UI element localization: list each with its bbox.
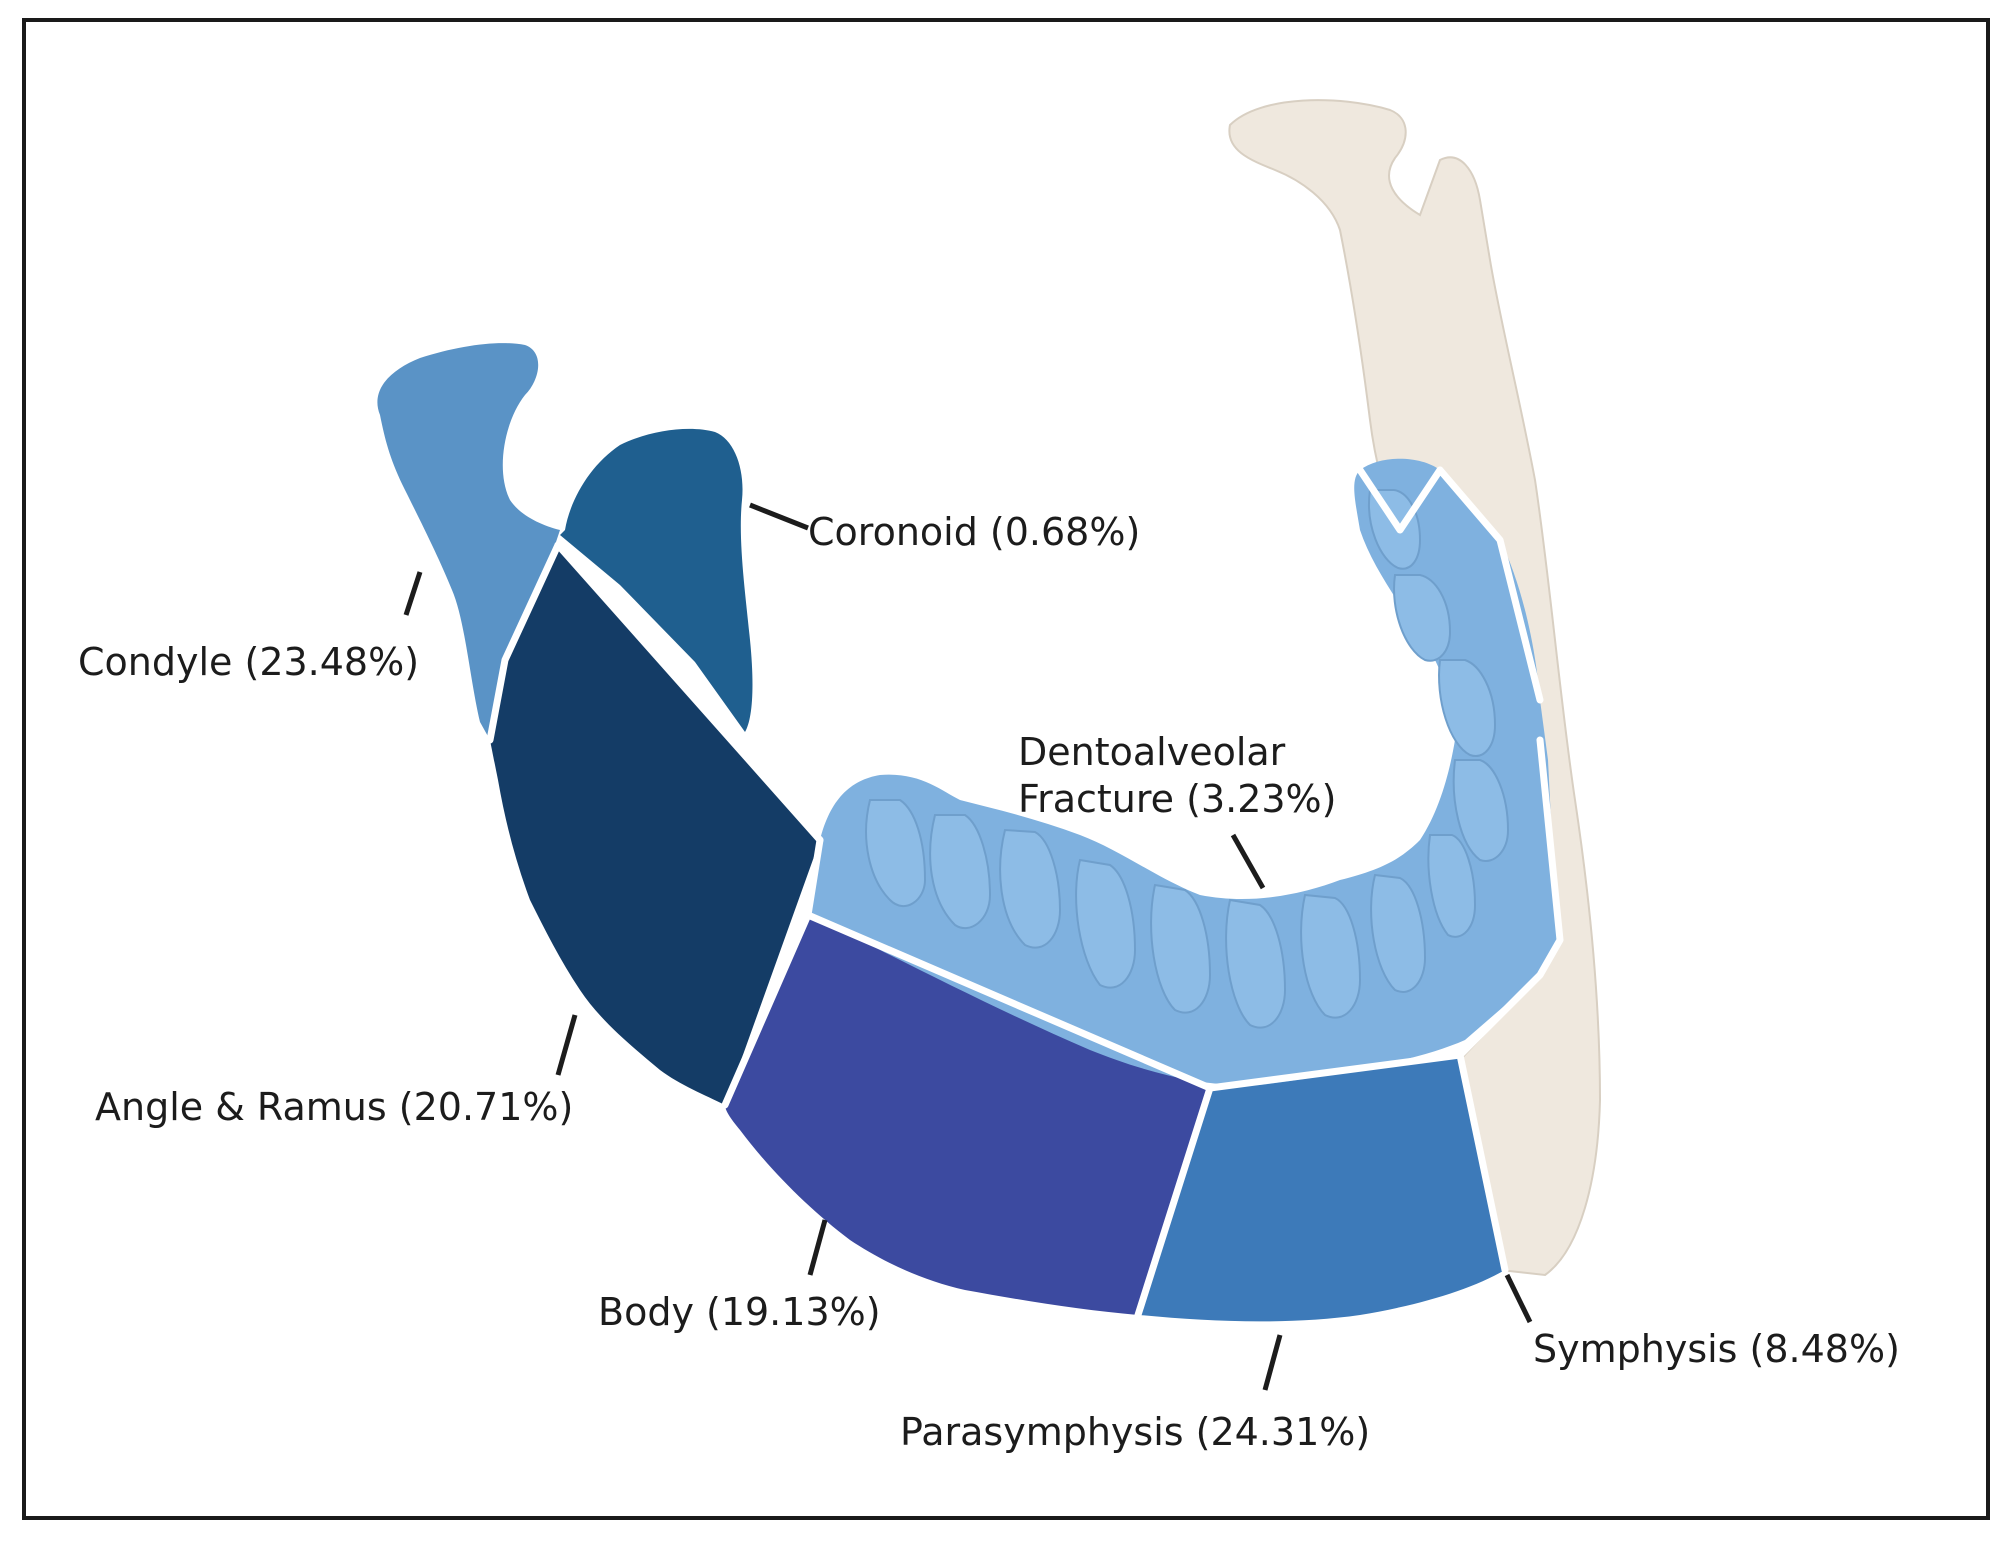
label-angle-ramus: Angle & Ramus (20.71%) <box>95 1085 573 1129</box>
leader-body <box>807 1219 828 1276</box>
leader-parasymphysis <box>1262 1334 1283 1391</box>
leader-lines <box>403 502 1533 1391</box>
region-body <box>725 915 1208 1315</box>
region-dentoalveolar <box>808 458 1560 1086</box>
region-condyle <box>377 343 560 740</box>
label-body: Body (19.13%) <box>598 1290 881 1334</box>
region-dividers <box>486 466 1564 1319</box>
label-dentoalveolar-line1: Dentoalveolar <box>1018 730 1286 774</box>
region-coronoid <box>560 428 753 732</box>
label-condyle: Condyle (23.48%) <box>78 640 419 684</box>
leader-angle-ramus <box>555 1014 578 1076</box>
label-parasymphysis: Parasymphysis (24.31%) <box>900 1410 1370 1454</box>
region-parasymphysis <box>1140 1055 1505 1322</box>
label-coronoid: Coronoid (0.68%) <box>808 510 1140 554</box>
leader-symphysis <box>1504 1273 1533 1324</box>
label-symphysis: Symphysis (8.48%) <box>1533 1327 1900 1371</box>
opposite-ramus-bone <box>1228 99 1602 1277</box>
leader-condyle <box>403 571 423 616</box>
leader-dentoalveolar <box>1230 833 1266 890</box>
leader-coronoid <box>749 502 809 531</box>
region-angle-ramus <box>490 545 820 1105</box>
label-dentoalveolar-line2: Fracture (3.23%) <box>1018 777 1337 821</box>
